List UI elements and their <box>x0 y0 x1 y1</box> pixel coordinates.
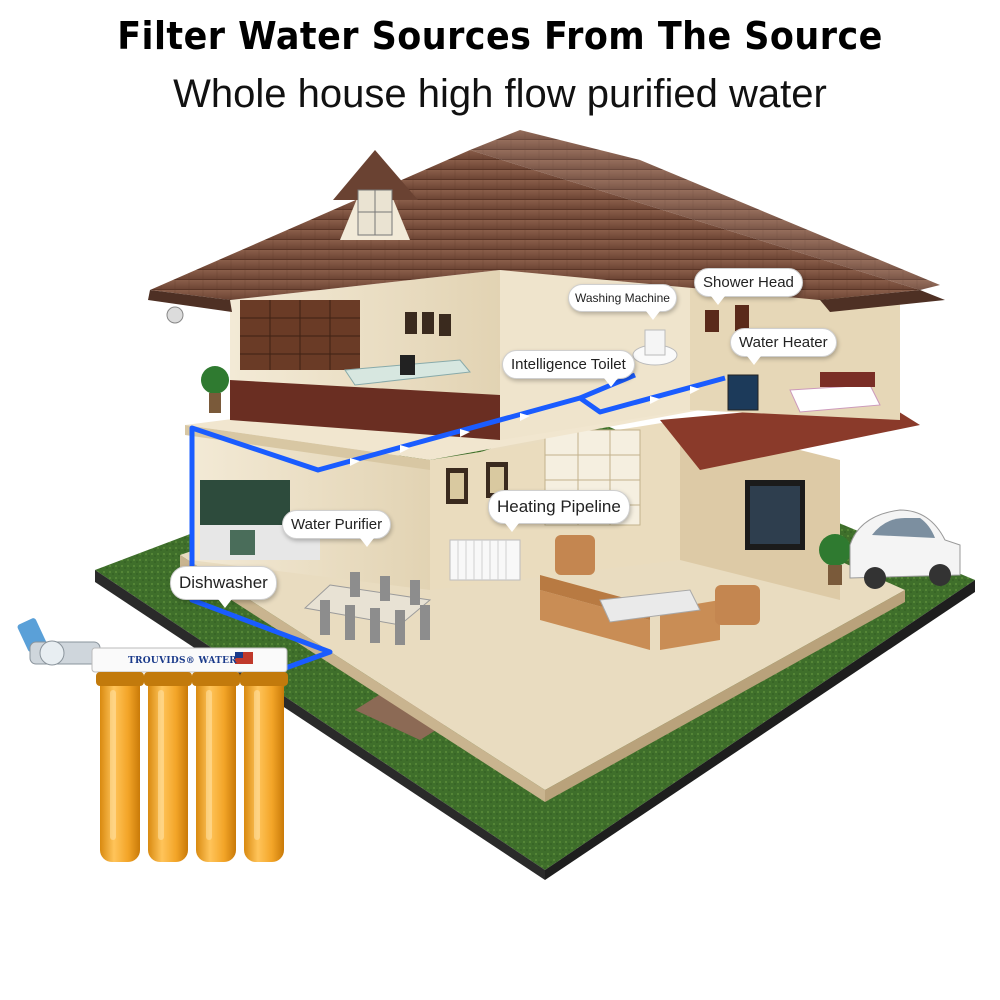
callout-washing-machine: Washing Machine <box>568 284 677 320</box>
callout-water-heater-text: Water Heater <box>739 334 828 351</box>
roof <box>148 130 945 312</box>
callout-shower-head: Shower Head <box>694 268 803 305</box>
callout-washing-machine-text: Washing Machine <box>575 291 670 305</box>
callout-intelligence-toilet-text: Intelligence Toilet <box>511 356 626 373</box>
callout-heating-pipeline: Heating Pipeline <box>488 490 630 532</box>
callout-water-heater: Water Heater <box>730 328 837 365</box>
pipe-flow-arrows <box>350 386 700 466</box>
page-subtitle: Whole house high flow purified water <box>173 72 827 116</box>
callout-water-purifier: Water Purifier <box>282 510 392 547</box>
callout-shower-head-text: Shower Head <box>703 274 794 291</box>
callout-dishwasher: Dishwasher <box>170 566 277 608</box>
page-title: Filter Water Sources From The Source <box>117 14 883 58</box>
water-filter-system <box>17 618 288 862</box>
callout-intelligence-toilet: Intelligence Toilet <box>502 350 635 387</box>
callout-heating-pipeline-text: Heating Pipeline <box>497 497 621 516</box>
callout-dishwasher-text: Dishwasher <box>179 573 268 592</box>
filter-brand-label: TROUVIDS® WATER <box>128 656 238 666</box>
callout-water-purifier-text: Water Purifier <box>291 516 383 533</box>
car <box>849 509 961 589</box>
living-room-furniture <box>303 534 851 650</box>
filter-cartridges <box>96 672 288 862</box>
